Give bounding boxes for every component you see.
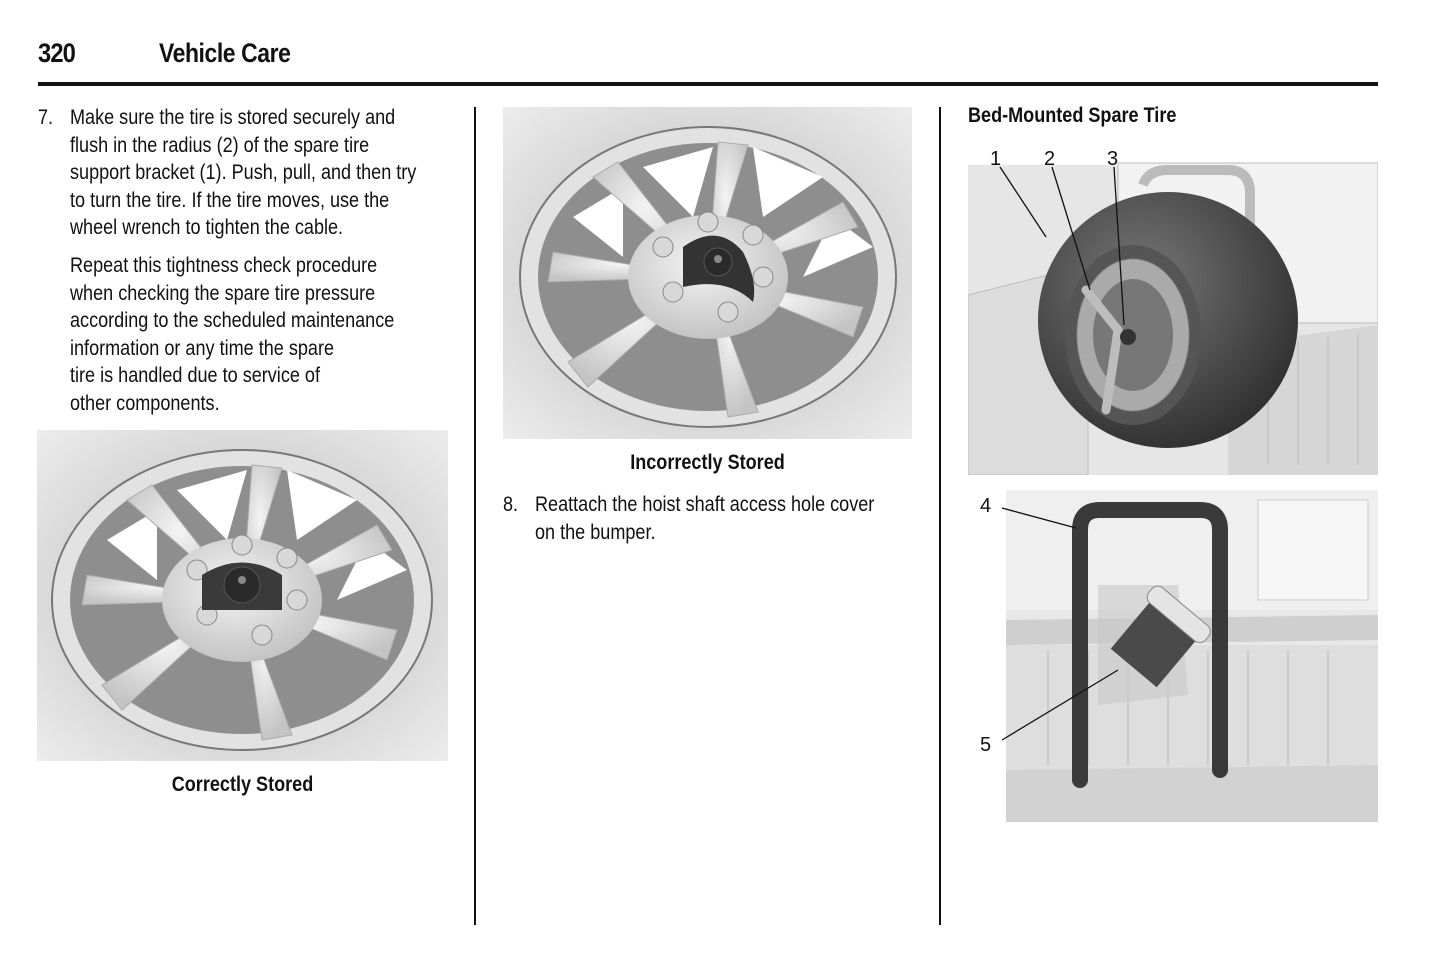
spare-tire-carrier-figure: 4 5 xyxy=(968,490,1378,822)
incorrectly-stored-caption: Incorrectly Stored xyxy=(630,451,785,474)
step-7-text: Make sure the tire is stored securely an… xyxy=(70,104,416,242)
text-line: support bracket (1). Push, pull, and the… xyxy=(70,161,417,184)
text-line: Reattach the hoist shaft access hole cov… xyxy=(535,493,875,516)
correctly-stored-caption: Correctly Stored xyxy=(171,773,314,796)
section-title: Vehicle Care xyxy=(159,38,291,68)
bed-mounted-spare-tire-heading: Bed-Mounted Spare Tire xyxy=(968,104,1177,127)
column-divider-1 xyxy=(474,107,476,925)
text-line: flush in the radius (2) of the spare tir… xyxy=(70,133,370,157)
text-line: according to the scheduled maintenance xyxy=(70,309,395,332)
callout-2: 2 xyxy=(1044,148,1055,170)
callout-5: 5 xyxy=(980,734,991,756)
incorrectly-stored-figure xyxy=(503,107,912,439)
text-line: other components. xyxy=(70,391,220,415)
text-line: to turn the tire. If the tire moves, use… xyxy=(70,188,390,212)
callout-4: 4 xyxy=(980,495,991,517)
callout-3: 3 xyxy=(1107,148,1118,170)
correctly-stored-figure xyxy=(37,430,448,761)
text-line: tire is handled due to service of xyxy=(70,364,320,387)
text-line: Repeat this tightness check procedure xyxy=(70,254,378,277)
page-number: 320 xyxy=(38,38,76,68)
callout-1: 1 xyxy=(990,148,1001,170)
text-line: on the bumper. xyxy=(535,520,656,544)
text-line: information or any time the spare xyxy=(70,336,335,360)
text-line: wheel wrench to tighten the cable. xyxy=(70,216,344,239)
header-rule xyxy=(38,82,1378,86)
bed-mounted-tire-figure: 1 2 3 xyxy=(968,145,1378,475)
step-7-number: 7. xyxy=(38,106,54,129)
text-line: when checking the spare tire pressure xyxy=(70,281,376,305)
step-8-text: Reattach the hoist shaft access hole cov… xyxy=(535,491,874,546)
repeat-check-paragraph: Repeat this tightness check procedure wh… xyxy=(70,252,394,417)
column-divider-2 xyxy=(939,107,941,925)
step-8-number: 8. xyxy=(503,493,519,516)
text-line: Make sure the tire is stored securely an… xyxy=(70,106,396,129)
